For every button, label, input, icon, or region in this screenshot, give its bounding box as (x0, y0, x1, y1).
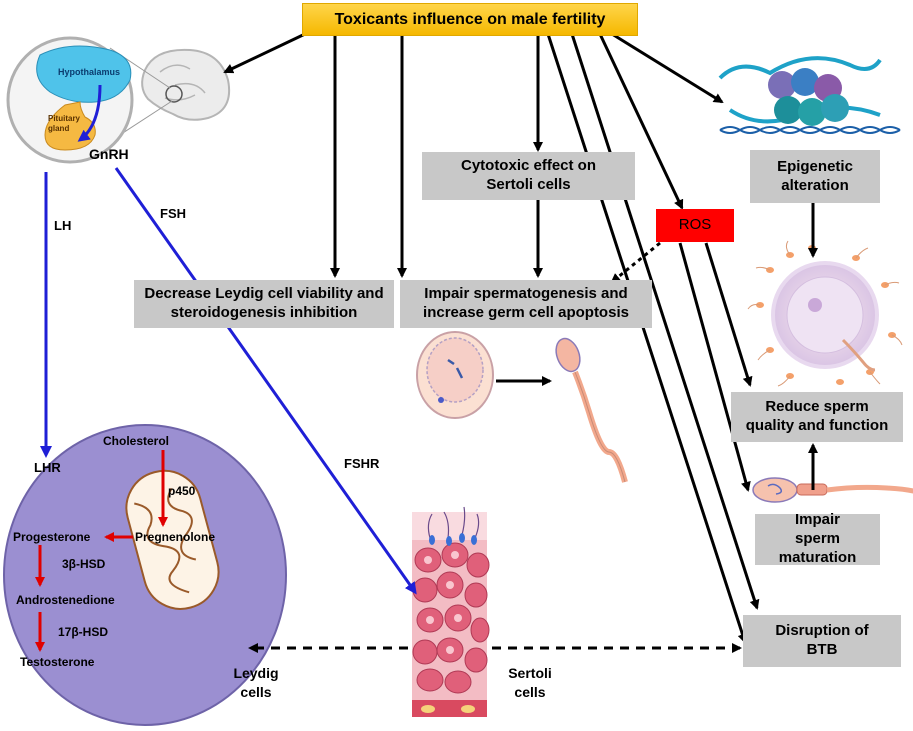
fshr-label: FSHR (344, 456, 380, 471)
arrow-title-to-epigenetic (611, 32, 724, 104)
arrow-title-to-sperm-quality (570, 33, 760, 610)
fsh-label: FSH (160, 206, 186, 221)
arrow-ros-to-spermatogenesis-dotted (610, 241, 661, 284)
arrow-fsh (114, 167, 417, 595)
nucleosome-icon (718, 56, 901, 134)
arrow-title-to-btb (546, 33, 748, 644)
brain-icon (6, 36, 230, 164)
spermatogenesis-box: Impair spermatogenesis and increase germ… (400, 280, 652, 328)
arrow-ros-to-sperm-quality (704, 242, 753, 387)
hsd17-label: 17β-HSD (58, 625, 109, 639)
steroid-arrows (35, 450, 168, 652)
sperm-maturation-box: Impair sperm maturation (755, 511, 880, 566)
arrow-title-to-ros (598, 33, 684, 210)
hypothalamus-label: Hypothalamus (58, 67, 121, 77)
mitochondrion-icon (125, 469, 220, 610)
title-arrows (223, 32, 818, 644)
sperm-icon (555, 337, 628, 483)
androstenedione-label: Androstenedione (16, 593, 115, 607)
arrow-ros-to-sperm-maturation (678, 242, 751, 492)
lh-label: LH (54, 218, 72, 233)
btb-box: Disruption of BTB (743, 615, 901, 667)
pregnenolone-label: Pregnenolone (135, 530, 216, 544)
sperm-quality-box: Reduce sperm quality and function (731, 392, 903, 442)
testosterone-label: Testosterone (20, 655, 95, 669)
sertoli-cells-label: Sertoli cells (508, 665, 552, 700)
leydig-viability-box: Decrease Leydig cell viability and stero… (134, 280, 394, 328)
lhr-label: LHR (34, 460, 61, 475)
leydig-cells-label: Leydig cells (233, 665, 279, 700)
arrow-title-to-brain (223, 32, 306, 74)
progesterone-label: Progesterone (13, 530, 91, 544)
epigenetic-box: Epigenetic alteration (750, 150, 880, 203)
gnrh-label: GnRH (89, 146, 129, 162)
cytotoxic-box: Cytotoxic effect on Sertoli cells (422, 152, 635, 200)
pituitary-label: Pituitary gland (48, 114, 81, 133)
p450-label: p450 (168, 484, 196, 498)
egg-with-sperm-icon (747, 240, 903, 387)
hsd3-label: 3β-HSD (62, 557, 106, 571)
sperm-right-icon (752, 477, 913, 503)
seminiferous-tissue-icon (412, 506, 490, 717)
ros-box: ROS (656, 209, 734, 242)
cholesterol-label: Cholesterol (103, 434, 170, 448)
title-box: Toxicants influence on male fertility (302, 3, 638, 36)
germ-cell-icon (416, 331, 494, 419)
